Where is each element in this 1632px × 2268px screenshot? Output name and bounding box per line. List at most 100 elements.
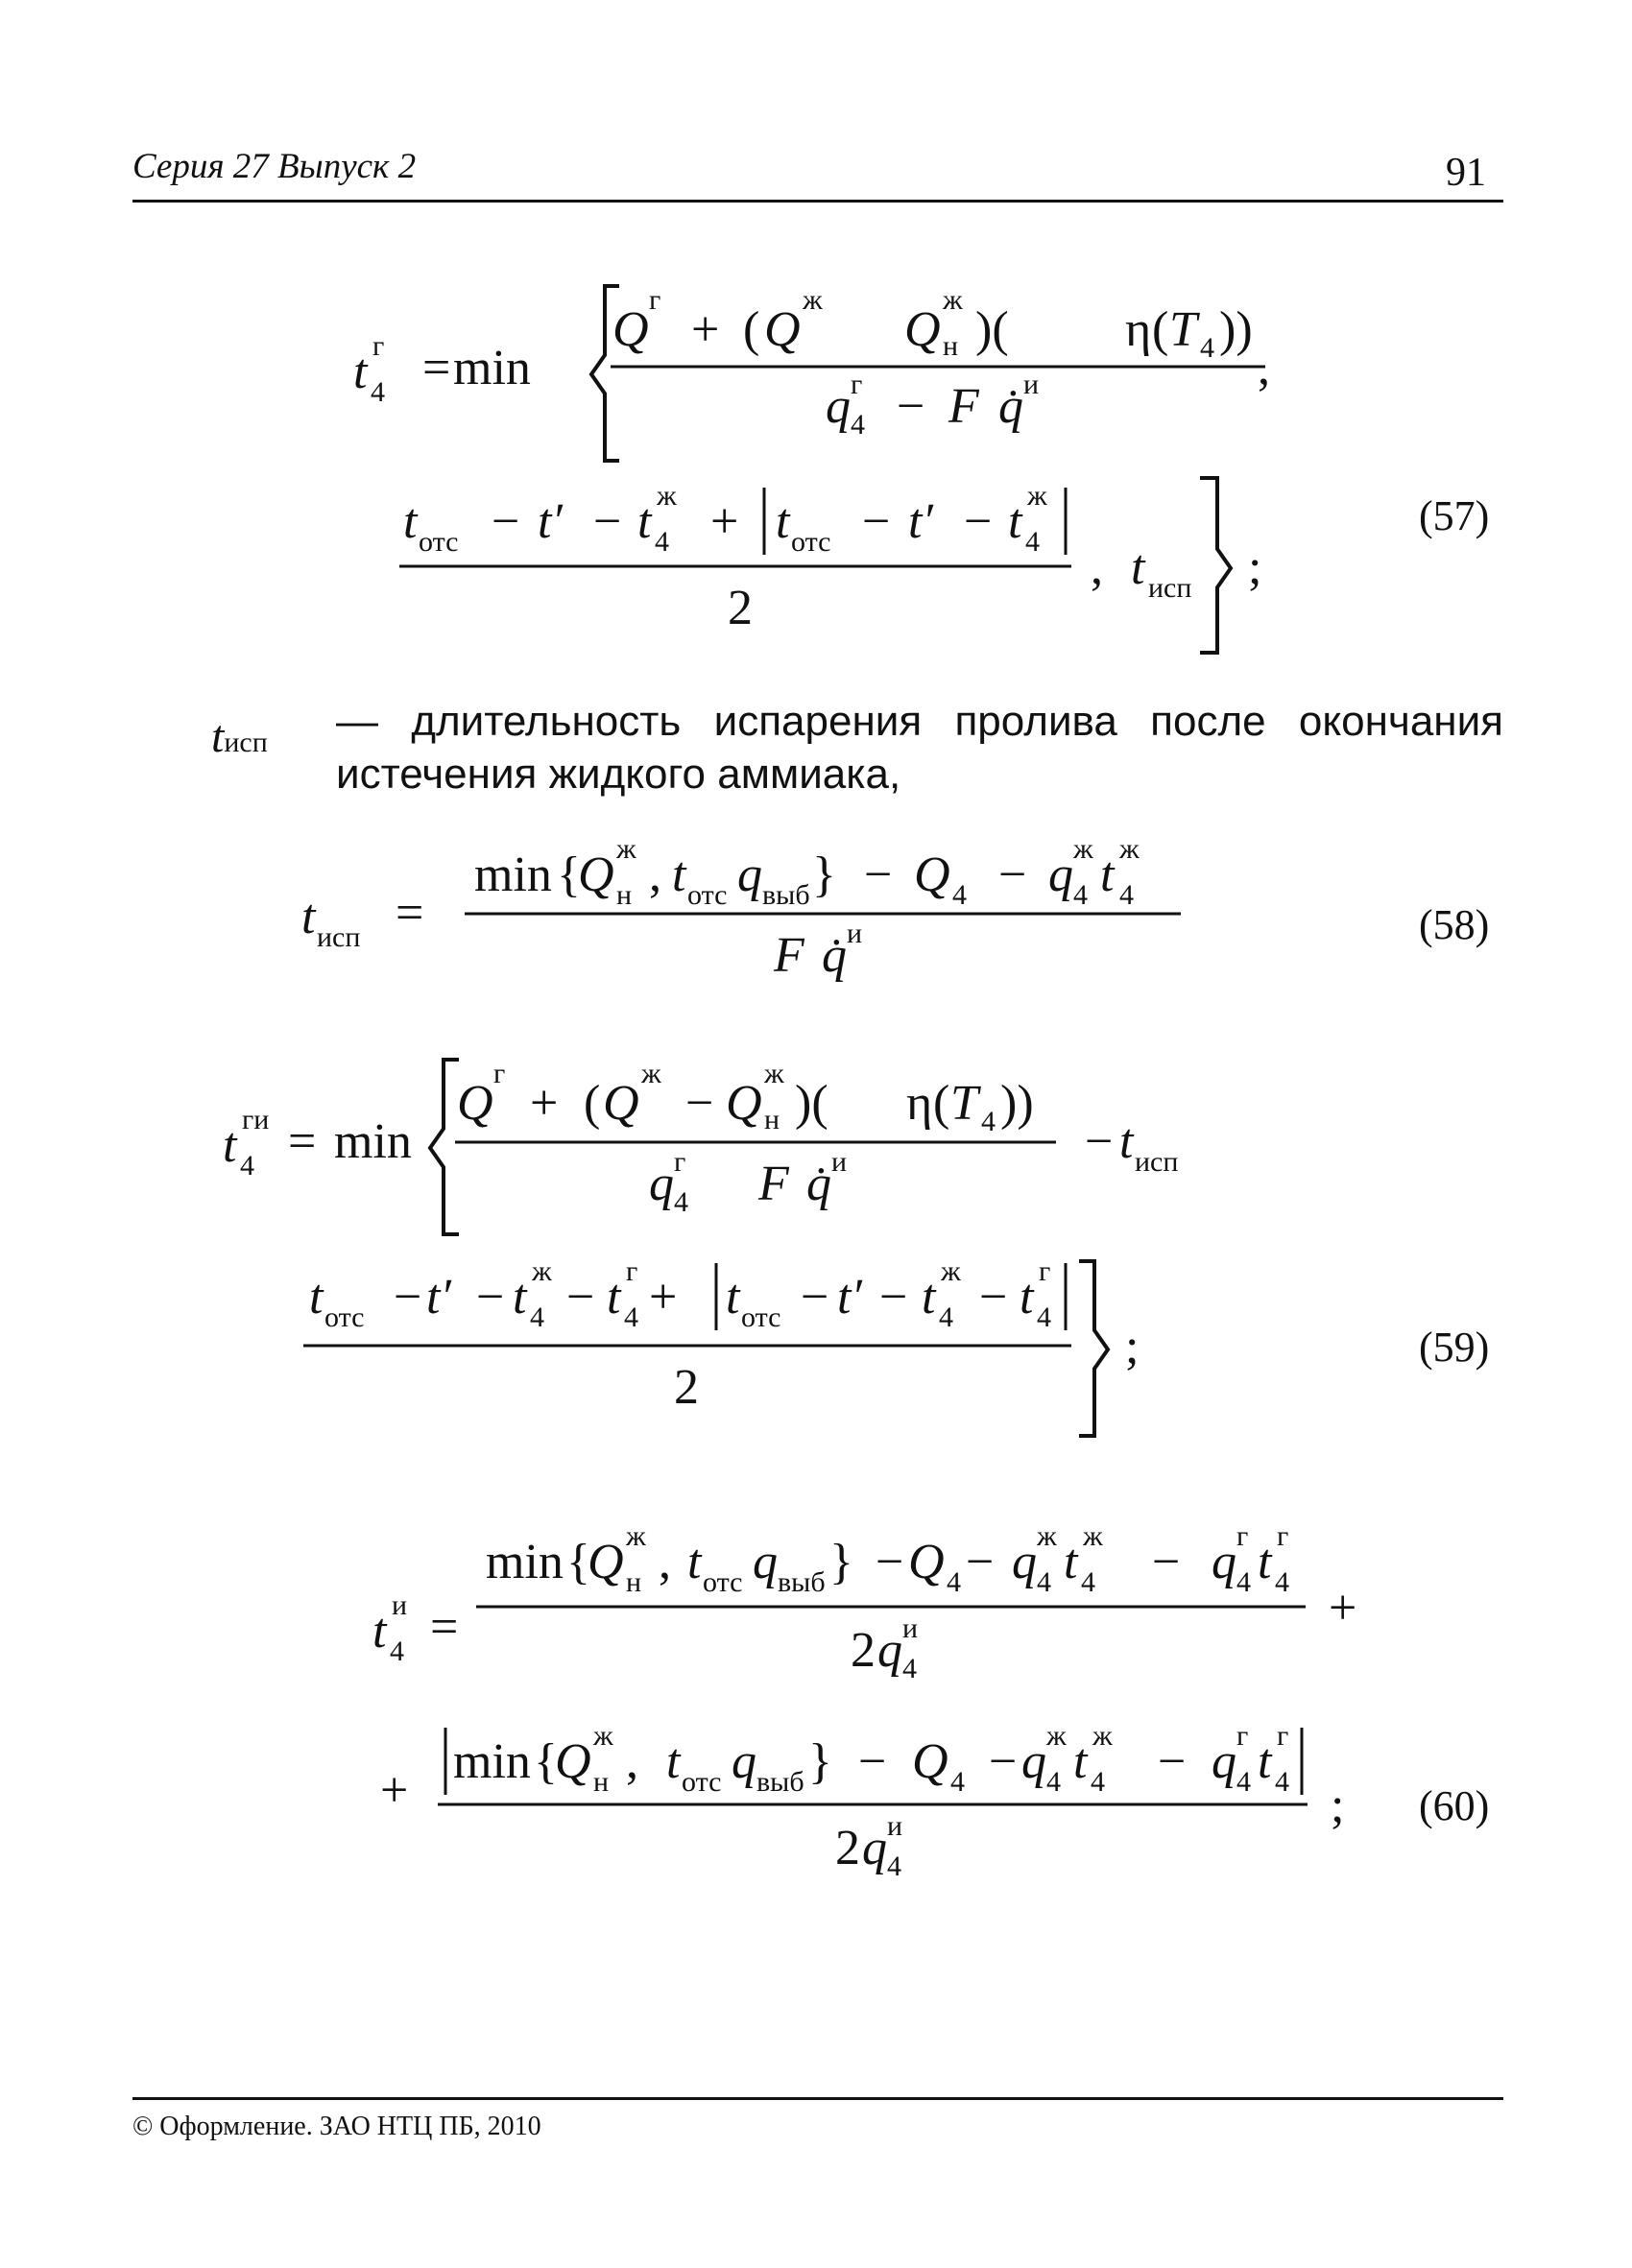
eq58-q-zh-sub: 4 bbox=[1073, 879, 1088, 911]
eq57-minus-b: − bbox=[593, 494, 621, 549]
eq60-eqsign: = bbox=[430, 1600, 458, 1655]
eq59-lhs-t: t bbox=[223, 1118, 238, 1173]
eq60-q-g-1-sup: г bbox=[1236, 1520, 1248, 1552]
eq59-Q-g: Q bbox=[457, 1076, 493, 1131]
eq59-minus-tisp: − bbox=[1085, 1114, 1113, 1169]
eq59-Q-zh-sup: ж bbox=[640, 1058, 661, 1089]
eq59-paren-3: ( bbox=[933, 1076, 949, 1131]
eq60-min-2: min bbox=[453, 1734, 531, 1789]
eq60-plus-1: + bbox=[1329, 1581, 1356, 1635]
eq58-Q-n-sup: ж bbox=[615, 833, 636, 865]
eq58-q-vyb: q bbox=[737, 848, 762, 902]
eq57-Q-zh-sup: ж bbox=[802, 284, 823, 316]
equation-60: t и 4 = min { Q ж н , t отс q выб } − Q … bbox=[372, 1520, 1356, 1882]
eq60-den-q-2-sup: и bbox=[887, 1810, 902, 1842]
eq60-lhs-sup: и bbox=[392, 1589, 407, 1621]
eq60-brace-open-2: { bbox=[534, 1734, 558, 1789]
eq58-Q4-sub: 4 bbox=[952, 879, 967, 911]
eq59-T: T bbox=[950, 1076, 981, 1131]
eq58-q-zh: q bbox=[1048, 848, 1073, 902]
eq59-Q-g-sup: г bbox=[493, 1058, 505, 1089]
eq57-den-q-sub: 4 bbox=[851, 409, 865, 441]
eq60-t-zh-2: t bbox=[1073, 1734, 1089, 1789]
header-rule bbox=[132, 200, 1503, 203]
eq60-q-zh-2-sub: 4 bbox=[1046, 1766, 1061, 1798]
eq60-den-2-2: 2 bbox=[835, 1821, 860, 1875]
eq60-Q4-1: Q bbox=[908, 1535, 945, 1589]
eq60-t-otc-2-sub: отс bbox=[682, 1766, 721, 1798]
eq60-q-vyb-2-sub: выб bbox=[756, 1766, 804, 1798]
eq58-lhs-t: t bbox=[301, 890, 317, 944]
eq57-den-qdot-sup: и bbox=[1023, 369, 1039, 400]
eq59-min: min bbox=[334, 1114, 412, 1169]
eq59-t-g-2-sup: г bbox=[1039, 1255, 1050, 1287]
eq59-t-zh-2: t bbox=[922, 1270, 937, 1325]
eq60-q-zh-1: q bbox=[1012, 1535, 1037, 1589]
eq57-T-sub: 4 bbox=[1200, 332, 1214, 364]
eq59-minus: − bbox=[685, 1076, 713, 1131]
eq59-paren-1: ( bbox=[584, 1076, 600, 1131]
eq60-t-g-1-sup: г bbox=[1277, 1520, 1288, 1552]
running-header-series: Серия 27 Выпуск 2 bbox=[132, 147, 417, 186]
eq58-Q-n: Q bbox=[578, 848, 614, 902]
eq59-t-otc-1: t bbox=[309, 1270, 324, 1325]
eq57-left-brace bbox=[588, 284, 619, 463]
eq57-t-otc-1-sub: отс bbox=[419, 526, 458, 558]
eq57-lhs-sup: г bbox=[372, 330, 384, 362]
eq57-t-otc-2: t bbox=[776, 494, 791, 549]
eq60-minus-6: − bbox=[1158, 1734, 1186, 1789]
eq60-q-zh-2: q bbox=[1021, 1734, 1046, 1789]
eq57-Q-n: Q bbox=[904, 302, 941, 357]
equation-58: t исп = min { Q ж н , t отс q выб } − Q … bbox=[301, 833, 1181, 983]
eq57-comma-1: , bbox=[1258, 341, 1270, 395]
equation-number-60: (60) bbox=[1419, 1782, 1490, 1829]
eq59-t-zh-2-sup: ж bbox=[940, 1255, 961, 1287]
eq58-lhs-sub: исп bbox=[317, 921, 360, 953]
eq57-t-otc-2-sub: отс bbox=[791, 526, 830, 558]
eq59-den-q-sub: 4 bbox=[674, 1186, 688, 1218]
eq60-t-zh-1-sub: 4 bbox=[1081, 1566, 1095, 1598]
eq57-den-q-sup: г bbox=[851, 369, 862, 400]
eq58-q-vyb-sub: выб bbox=[762, 879, 810, 911]
eq57-plus-1: + bbox=[691, 302, 719, 357]
eq60-Q4-1-sub: 4 bbox=[947, 1566, 961, 1598]
eq60-q-zh-1-sub: 4 bbox=[1037, 1566, 1051, 1598]
eq57-right-brace bbox=[1200, 476, 1234, 655]
eq57-T: T bbox=[1169, 302, 1200, 357]
eq60-den-q-1-sub: 4 bbox=[902, 1653, 917, 1684]
eq60-t-zh-1-sup: ж bbox=[1082, 1520, 1103, 1552]
eq60-t-zh-2-sub: 4 bbox=[1091, 1766, 1105, 1798]
eq58-t-zh-sup: ж bbox=[1118, 833, 1140, 865]
eq59-plus: + bbox=[530, 1076, 558, 1131]
eq59-minus-c: − bbox=[566, 1270, 594, 1325]
eq60-semicolon: ; bbox=[1331, 1779, 1344, 1833]
note-symbol: tисп bbox=[211, 711, 268, 762]
eq60-q-g-1: q bbox=[1212, 1535, 1236, 1589]
note-text: — длительность испарения пролива после о… bbox=[336, 698, 1503, 798]
eq60-plus-2: + bbox=[380, 1763, 408, 1818]
eq57-t-zh-2: t bbox=[1008, 494, 1023, 549]
eq57-t-zh-2-sup: ж bbox=[1026, 480, 1047, 512]
eq59-t-zh-1-sub: 4 bbox=[530, 1301, 544, 1333]
eq60-Q-n-1: Q bbox=[588, 1535, 624, 1589]
eq57-paren-3: ( bbox=[1152, 302, 1168, 357]
eq60-t-otc-2: t bbox=[666, 1734, 682, 1789]
eq60-Q4-2: Q bbox=[912, 1734, 948, 1789]
eq59-den-qdot-sup: и bbox=[831, 1146, 847, 1178]
eq60-minus-4: − bbox=[858, 1734, 886, 1789]
eq59-t-zh-1: t bbox=[513, 1270, 528, 1325]
eq57-paren-4: )) bbox=[1219, 302, 1253, 357]
eq57-Q-n-sub: н bbox=[943, 330, 958, 362]
eq60-t-g-1-sub: 4 bbox=[1275, 1566, 1289, 1598]
eq57-t-zh-2-sub: 4 bbox=[1025, 526, 1040, 558]
eq57-semicolon: ; bbox=[1248, 540, 1261, 595]
eq60-Q-n-2-sup: ж bbox=[592, 1720, 613, 1752]
eq60-den-q-1: q bbox=[877, 1623, 902, 1678]
eq59-lhs-sub: 4 bbox=[240, 1150, 254, 1182]
equation-number-57: (57) bbox=[1419, 492, 1490, 539]
eq60-q-g-1-sub: 4 bbox=[1236, 1566, 1251, 1598]
eq60-minus-5: − bbox=[989, 1734, 1017, 1789]
eq60-comma-2: , bbox=[626, 1734, 638, 1789]
eq59-eta: η bbox=[906, 1076, 932, 1131]
eq59-den-F: F bbox=[757, 1157, 790, 1211]
